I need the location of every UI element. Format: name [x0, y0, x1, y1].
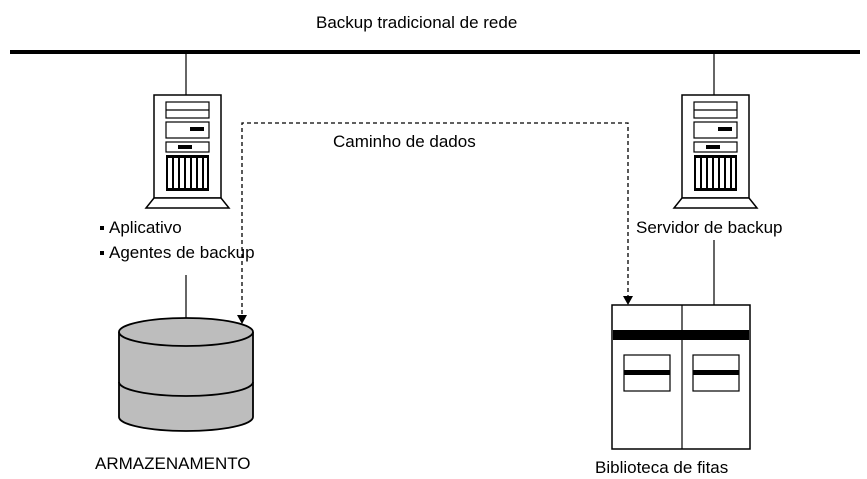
backup-server-icon	[672, 94, 759, 209]
bullet-dot	[100, 226, 104, 230]
app-server-bullets: Aplicativo Agentes de backup	[100, 218, 255, 263]
data-path-label: Caminho de dados	[333, 132, 476, 151]
application-server-icon	[144, 94, 231, 209]
bullet-dot	[100, 251, 104, 255]
data-path-arrow-tape	[623, 296, 633, 305]
bullet-item: Agentes de backup	[100, 243, 255, 263]
backup-server-label: Servidor de backup	[636, 218, 783, 237]
storage-disk-icon	[118, 317, 254, 432]
network-title: Backup tradicional de rede	[316, 13, 518, 32]
tape-library-icon	[611, 304, 751, 450]
bullet-item: Aplicativo	[100, 218, 255, 238]
storage-label: ARMAZENAMENTO	[95, 454, 251, 473]
app-label: Aplicativo	[109, 218, 182, 237]
backup-agents-label: Agentes de backup	[109, 243, 255, 262]
tape-library-label: Biblioteca de fitas	[595, 458, 729, 477]
data-path-arrow-storage	[237, 315, 247, 324]
